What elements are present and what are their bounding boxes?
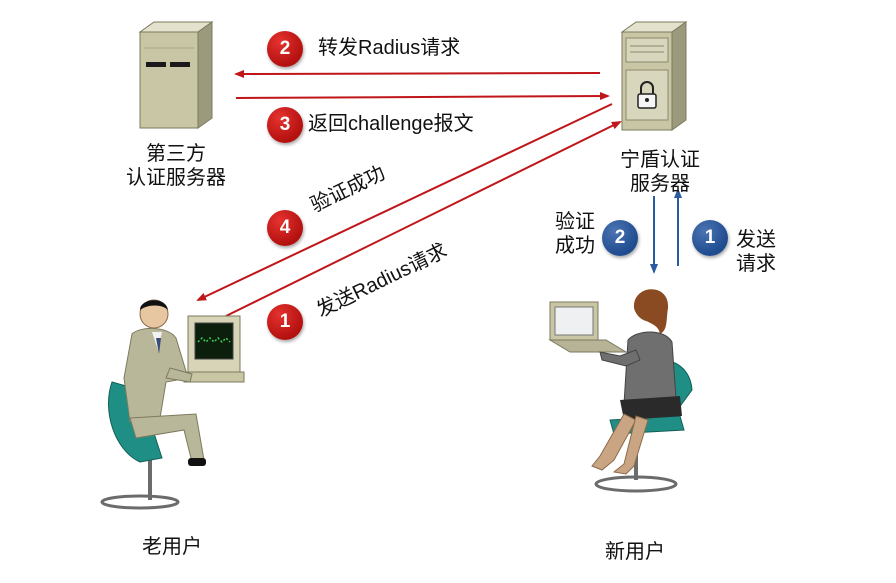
step-label-verify-success-new: 验证 成功	[540, 210, 610, 258]
step-badge-verify-success-old: 4	[267, 210, 303, 246]
old-user-label: 老用户	[112, 535, 232, 559]
step-badge-send-radius: 1	[267, 304, 303, 340]
ningdun-server-label: 宁盾认证 服务器	[590, 148, 730, 196]
step-badge-verify-success-new: 2	[602, 220, 638, 256]
step-badge-return-challenge: 3	[267, 107, 303, 143]
third-party-server-icon	[130, 20, 220, 130]
arrow-forward-radius	[236, 73, 600, 74]
new-user-figure	[540, 280, 710, 500]
step-label-send-request-new: 发送 请求	[726, 228, 786, 276]
old-user-figure	[100, 290, 260, 520]
ningdun-server-icon	[612, 20, 702, 135]
step-label-forward-radius: 转发Radius请求	[318, 36, 460, 60]
third-party-server-label-line1: 第三方 认证服务器	[126, 143, 226, 189]
third-party-server-label: 第三方 认证服务器	[106, 142, 246, 190]
step-label-return-challenge: 返回challenge报文	[308, 112, 474, 136]
step-badge-send-request-new: 1	[692, 220, 728, 256]
new-user-label: 新用户	[575, 540, 695, 564]
arrow-return-challenge	[236, 96, 608, 98]
ningdun-server-label-text: 宁盾认证 服务器	[620, 149, 700, 195]
step-badge-forward-radius: 2	[267, 31, 303, 67]
